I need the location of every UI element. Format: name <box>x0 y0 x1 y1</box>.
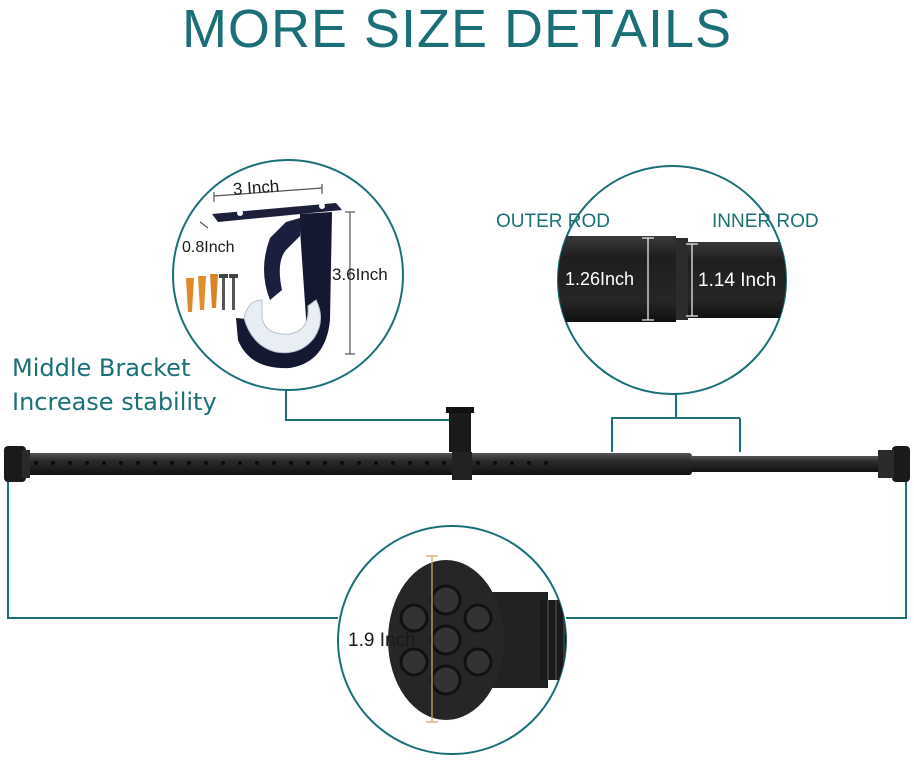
middle-bracket <box>449 410 471 452</box>
inner-rod-label: INNER ROD <box>712 211 819 232</box>
end-cap-detail-circle: 1.9 Inch <box>337 525 567 755</box>
callout-line-1: Middle Bracket <box>12 354 191 382</box>
bracket-depth-label: 0.8Inch <box>182 239 234 256</box>
adjustment-hole <box>493 461 497 465</box>
rod-connector <box>611 394 677 452</box>
adjustment-hole <box>34 461 38 465</box>
adjustment-hole <box>85 461 89 465</box>
adjustment-holes <box>34 461 548 465</box>
adjustment-hole <box>289 461 293 465</box>
adjustment-hole <box>544 461 548 465</box>
adjustment-hole <box>272 461 276 465</box>
outer-rod-label: OUTER ROD <box>496 211 610 232</box>
bracket-insert <box>243 299 321 354</box>
screws-anchors <box>186 274 238 312</box>
adjustment-hole <box>51 461 55 465</box>
adjustment-hole <box>476 461 480 465</box>
bracket-connector <box>285 390 461 430</box>
bracket-base-plate <box>212 203 342 222</box>
adjustment-hole <box>391 461 395 465</box>
middle-bracket-callout: Middle Bracket Increase stability <box>12 351 217 419</box>
inner-rod <box>690 456 880 472</box>
right-end-cap <box>892 446 910 482</box>
rod-detail-circle: 1.26Inch 1.14 Inch <box>557 165 787 395</box>
callout-line-2: Increase stability <box>12 388 217 416</box>
tension-rod <box>4 407 910 482</box>
inner-rod-zoom <box>688 242 786 318</box>
adjustment-hole <box>238 461 242 465</box>
adjustment-hole <box>255 461 259 465</box>
adjustment-hole <box>323 461 327 465</box>
bracket-detail-circle: 3 Inch 0.8Inch 3.6Inch <box>172 159 404 391</box>
adjustment-hole <box>408 461 412 465</box>
bracket-width-label: 3 Inch <box>232 177 280 199</box>
outer-rod-zoom <box>558 236 676 322</box>
adjustment-hole <box>119 461 123 465</box>
adjustment-hole <box>221 461 225 465</box>
right-cap-connector <box>566 480 907 619</box>
adjustment-hole <box>204 461 208 465</box>
adjustment-hole <box>442 461 446 465</box>
adjustment-hole <box>306 461 310 465</box>
page-title: MORE SIZE DETAILS <box>181 0 733 59</box>
adjustment-hole <box>68 461 72 465</box>
end-cap-diameter: 1.9 Inch <box>348 630 416 651</box>
left-cap-connector <box>7 480 338 619</box>
adjustment-hole <box>340 461 344 465</box>
adjustment-hole <box>170 461 174 465</box>
adjustment-hole <box>187 461 191 465</box>
bracket-height-label: 3.6Inch <box>332 265 388 284</box>
inner-rod-diameter: 1.14 Inch <box>698 270 776 291</box>
adjustment-hole <box>357 461 361 465</box>
adjustment-hole <box>374 461 378 465</box>
outer-rod-diameter: 1.26Inch <box>565 269 634 289</box>
adjustment-hole <box>425 461 429 465</box>
adjustment-hole <box>136 461 140 465</box>
adjustment-hole <box>527 461 531 465</box>
adjustment-hole <box>153 461 157 465</box>
adjustment-hole <box>510 461 514 465</box>
adjustment-hole <box>102 461 106 465</box>
left-end-cap <box>4 446 26 482</box>
